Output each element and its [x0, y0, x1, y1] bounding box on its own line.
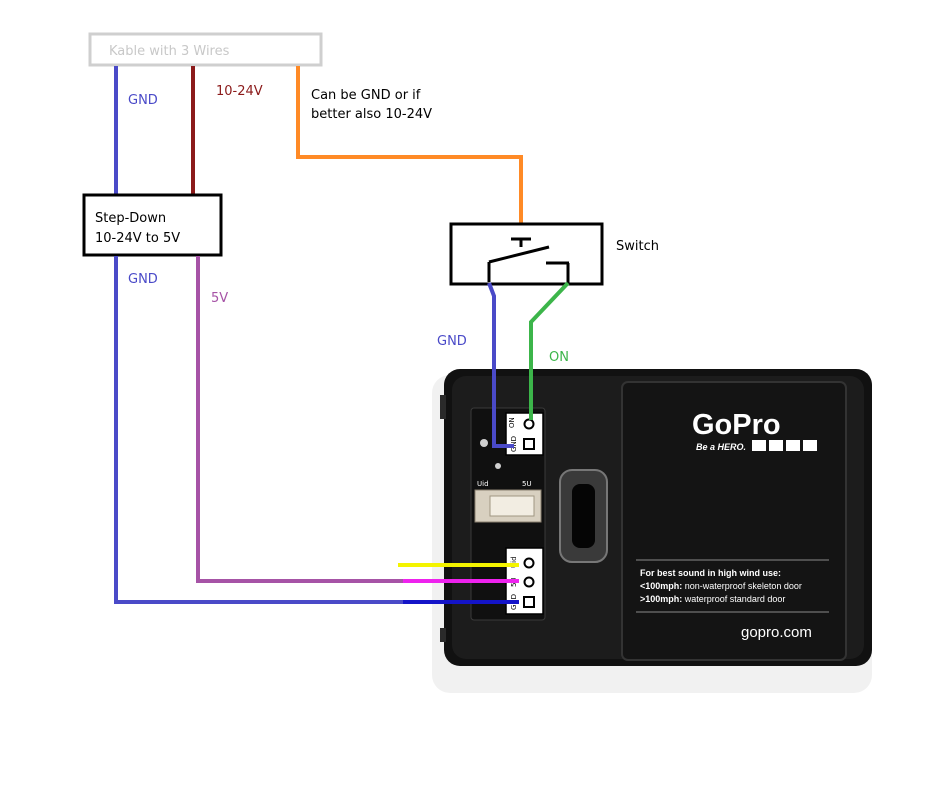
pin-5v — [523, 576, 535, 588]
camera-side-notch-2 — [440, 628, 446, 642]
board-connector-inner — [489, 495, 535, 517]
board-mid-uid: Uid — [477, 480, 489, 488]
gopro-url: gopro.com — [741, 624, 812, 641]
stepdown-line1: Step-Down — [95, 211, 166, 226]
pin-gnd-top — [523, 438, 535, 450]
gopro-logo: GoPro — [692, 409, 781, 441]
camera-latch-slot — [572, 484, 595, 548]
stepdown-box — [82, 193, 223, 257]
switch-symbol — [487, 237, 570, 283]
tagline-squares — [752, 440, 817, 451]
cable-label: Kable with 3 Wires — [109, 44, 230, 59]
gnd-label-bottom: GND — [128, 272, 158, 287]
orange-note-line2: better also 10-24V — [311, 107, 432, 122]
cable-box — [88, 32, 323, 67]
board-led — [480, 439, 488, 447]
top-pin-gnd-label: GND — [510, 436, 518, 452]
camera-side-notch — [440, 395, 446, 419]
gnd-label-top: GND — [128, 93, 158, 108]
v5-label: 5V — [211, 291, 228, 306]
board-led-2 — [495, 463, 501, 469]
orange-note-line1: Can be GND or if — [311, 88, 421, 103]
v5-wire — [196, 256, 403, 583]
stepdown-line2: 10-24V to 5V — [95, 231, 180, 246]
camera-door — [621, 381, 847, 661]
pin-uid — [523, 557, 535, 569]
gnd-wire-bottom — [114, 256, 403, 604]
gnd-switch-label: GND — [437, 334, 467, 349]
sticker-line1: For best sound in high wind use: — [640, 568, 781, 578]
board-mid-5u: 5U — [522, 480, 532, 488]
gnd-switch-wire — [487, 282, 514, 448]
vin-label: 10-24V — [216, 84, 263, 99]
orange-wire — [296, 66, 523, 236]
pin-on — [523, 418, 535, 430]
top-pin-on-label: ON — [508, 417, 516, 428]
switch-label: Switch — [616, 239, 659, 254]
gopro-tagline: Be a HERO. — [696, 442, 746, 452]
bottom-pin-uid-label: Uid — [510, 556, 518, 568]
sticker-line3: >100mph: waterproof standard door — [640, 594, 785, 604]
on-label: ON — [549, 350, 569, 365]
pin-gnd-bottom — [523, 596, 535, 608]
sticker-line2: <100mph: non-waterproof skeleton door — [640, 581, 802, 591]
on-wire — [529, 281, 570, 420]
